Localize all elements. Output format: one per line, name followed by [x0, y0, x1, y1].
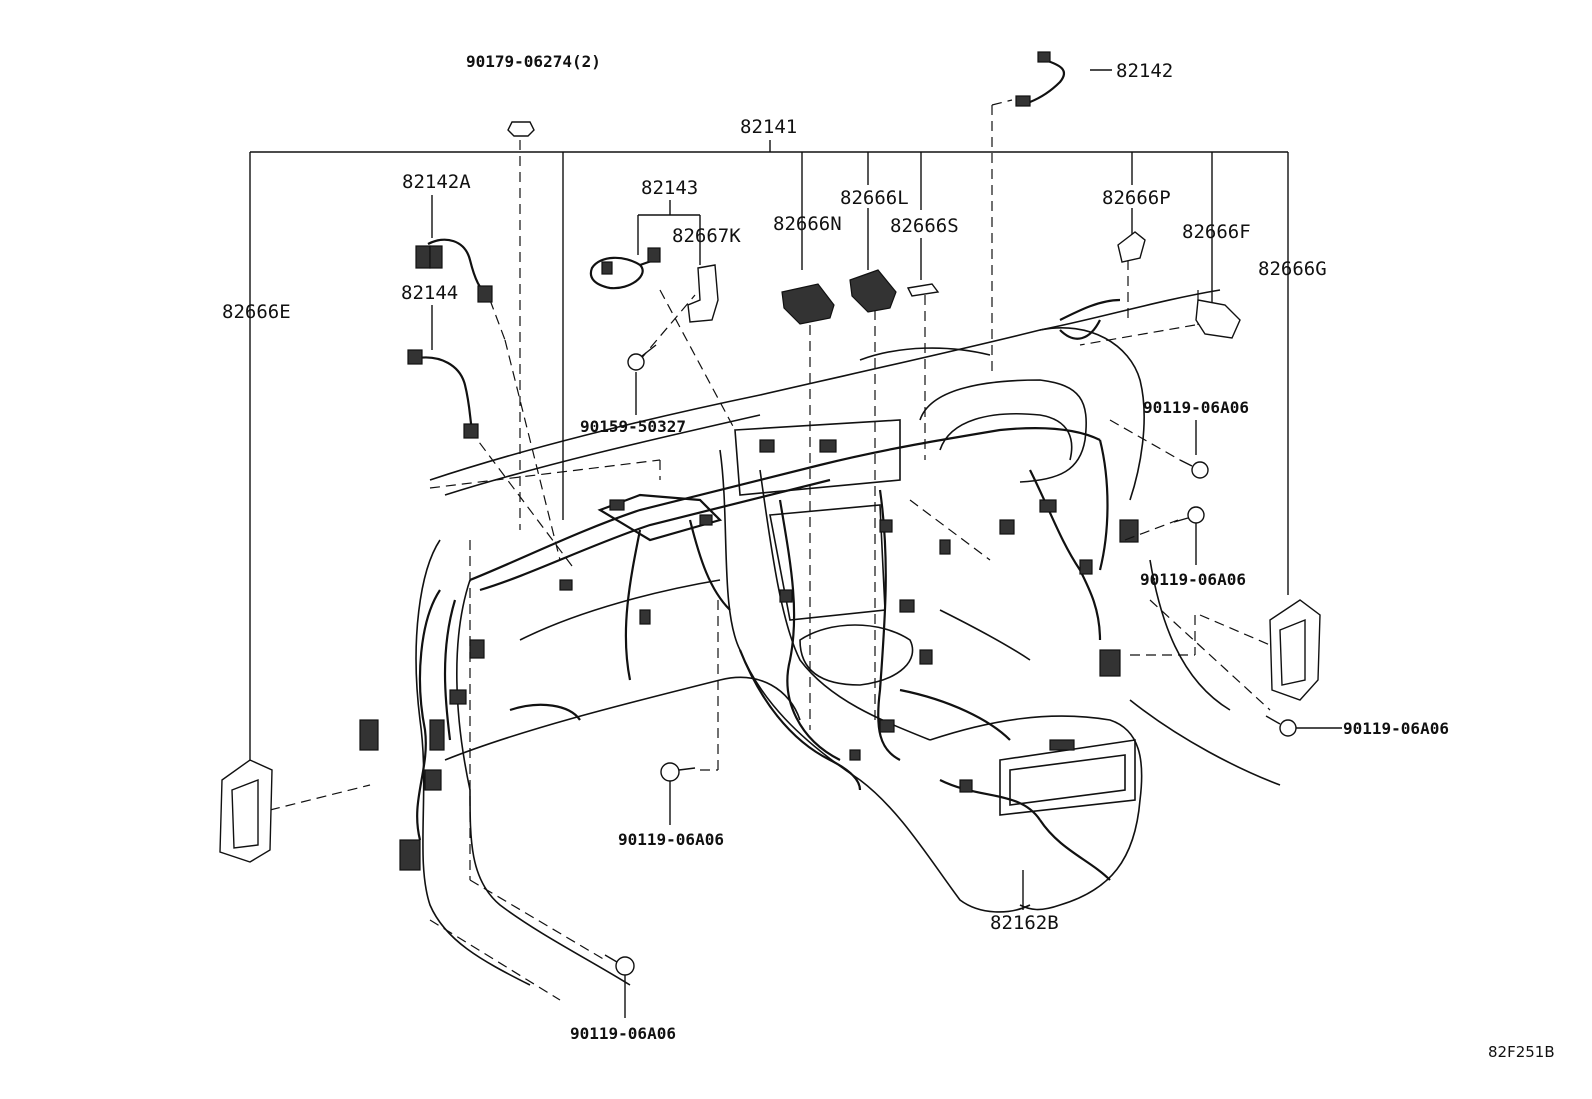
sub-harness-82144	[407, 349, 479, 439]
fasteners	[507, 121, 1297, 976]
connector-82666l	[849, 269, 897, 313]
part-labels: 90179-06274(2) 82141 82142 82142A 82143 …	[222, 52, 1555, 1061]
label-82141: 82141	[740, 116, 797, 138]
bolt-90119-d	[660, 762, 696, 782]
label-82666g: 82666G	[1258, 258, 1327, 280]
label-90119-06a06-right: 90119-06A06	[1140, 570, 1246, 589]
clip-82666s	[906, 283, 940, 297]
instrument-panel-outline	[415, 289, 1281, 986]
nut-90179	[507, 121, 535, 137]
clip-82666p	[1117, 231, 1146, 263]
label-82667k: 82667K	[672, 225, 741, 247]
label-82143: 82143	[641, 177, 698, 199]
connector-82666n	[781, 283, 835, 325]
bracket-82666f	[1195, 299, 1241, 339]
label-82666f: 82666F	[1182, 221, 1251, 243]
label-82666e: 82666E	[222, 301, 291, 323]
label-82162b: 82162B	[990, 912, 1059, 934]
bracket-82666g	[1269, 599, 1321, 701]
bolt-90119-b	[1173, 506, 1205, 524]
label-90179-06274: 90179-06274(2)	[466, 52, 601, 71]
bolt-90119-e	[604, 954, 635, 976]
label-90119-06a06-bottom: 90119-06A06	[570, 1024, 676, 1043]
label-90119-06a06-upper-right: 90119-06A06	[1143, 398, 1249, 417]
label-82666p: 82666P	[1102, 187, 1171, 209]
label-82666n: 82666N	[773, 213, 842, 235]
bolt-90119-a	[1179, 459, 1209, 479]
connector-82142a	[415, 238, 493, 303]
label-82142: 82142	[1116, 60, 1173, 82]
label-82666s: 82666S	[890, 215, 959, 237]
screw-90159	[627, 344, 657, 371]
harness-82143	[589, 247, 661, 290]
label-90159-50327: 90159-50327	[580, 417, 686, 436]
bracket-82666e	[219, 759, 273, 863]
phantom-lines	[269, 99, 1271, 1001]
bolt-90119-c	[1265, 715, 1297, 737]
leader-lines	[249, 69, 1342, 1018]
label-82144: 82144	[401, 282, 458, 304]
label-82666l: 82666L	[840, 187, 909, 209]
bracket-82667k	[687, 264, 719, 323]
label-90119-06a06-center: 90119-06A06	[618, 830, 724, 849]
main-harness-82141	[416, 298, 1121, 881]
diagram-code: 82F251B	[1488, 1043, 1555, 1061]
label-90119-06a06-far-right: 90119-06A06	[1343, 719, 1449, 738]
sub-harness-82142	[1015, 51, 1066, 107]
label-82142a: 82142A	[402, 171, 471, 193]
